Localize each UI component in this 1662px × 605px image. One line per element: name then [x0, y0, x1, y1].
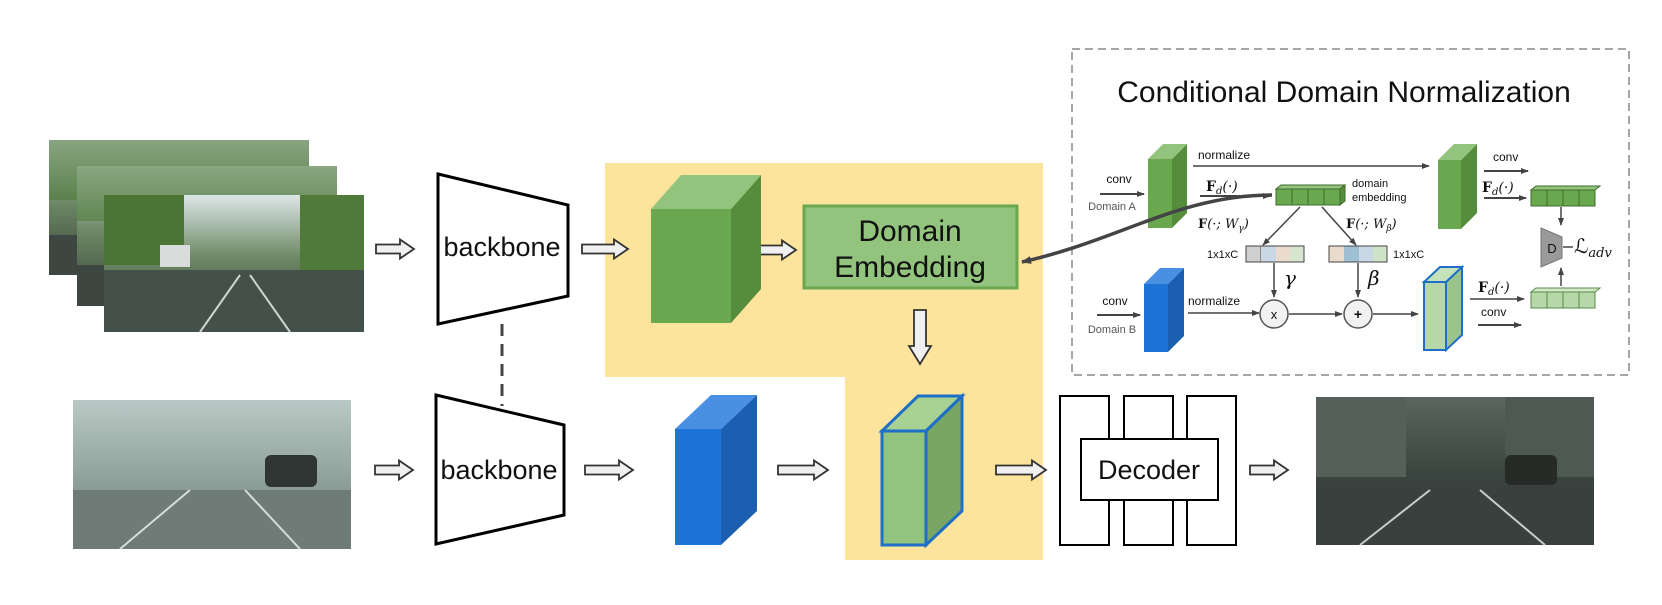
- cdn-domain-b: Domain B: [1088, 324, 1136, 336]
- cdn-gamma-bar: [1245, 245, 1305, 263]
- decoder-block: [1059, 395, 1237, 546]
- arrow-feature-to-normalized: [777, 458, 830, 482]
- domain-embedding-box: [802, 204, 1019, 290]
- arrow-decoder-to-output: [1249, 458, 1290, 482]
- cdn-domain-embedding-line2: embedding: [1352, 192, 1406, 204]
- cdn-normalize-top: normalize: [1198, 148, 1250, 162]
- cdn-conv-right-top: conv: [1493, 150, 1518, 164]
- cdn-conv-b: conv: [1102, 294, 1127, 308]
- arrow-image-to-backbone-bottom: [374, 458, 415, 482]
- green-feature-cube: [651, 175, 761, 323]
- cdn-gamma: γ: [1284, 266, 1296, 290]
- cdn-multiply-node: [1259, 299, 1289, 329]
- arrow-domain-embedding-down: [907, 309, 933, 366]
- arrow-image-to-backbone-top: [375, 237, 416, 261]
- input-image-foggy: [73, 400, 351, 550]
- input-image-stack: [49, 140, 364, 333]
- cdn-embedding-right-top: [1529, 185, 1602, 207]
- backbone-top: [436, 172, 570, 326]
- embedding-curved-arrow: [1021, 193, 1273, 264]
- backbone-bottom-label: backbone: [440, 455, 557, 485]
- hollow-arrows: [374, 237, 1290, 482]
- cdn-add: +: [1354, 306, 1362, 322]
- cdn-conv-a: conv: [1106, 172, 1131, 186]
- normalized-feature-cube: [878, 392, 966, 549]
- cdn-title: Conditional Domain Normalization: [1117, 76, 1571, 109]
- cdn-domain-b-cube: [1144, 268, 1184, 352]
- cdn-fd-right-top: Fd(·): [1482, 180, 1514, 198]
- cdn-loss: ℒadv: [1574, 234, 1612, 261]
- cdn-f-w-beta: F(·; Wβ): [1346, 217, 1397, 234]
- blue-feature-cube: [675, 395, 757, 545]
- cdn-beta: β: [1367, 266, 1380, 290]
- backbone-bottom: [434, 393, 566, 546]
- cdn-domain-embedding-line1: domain: [1352, 178, 1388, 190]
- arrow-backbone-top-to-feature: [581, 237, 630, 261]
- cdn-arrow-to-gamma: [1262, 206, 1301, 246]
- cdn-domain-a-cube: [1148, 144, 1187, 228]
- cdn-beta-bar: [1328, 245, 1388, 263]
- backbone-top-label: backbone: [443, 232, 560, 262]
- cdn-arrow-to-beta: [1321, 206, 1357, 246]
- cdn-output-b-cube: [1421, 264, 1465, 353]
- domain-embedding-label-line2: Embedding: [834, 251, 986, 284]
- cdn-discriminator: [1540, 227, 1563, 268]
- cdn-multiply: x: [1271, 307, 1278, 322]
- arrow-normalized-to-decoder: [995, 458, 1048, 482]
- cdn-normalize-bottom: normalize: [1188, 294, 1240, 308]
- cdn-output-a-cube: [1438, 144, 1477, 229]
- output-image: [1316, 397, 1594, 546]
- cdn-fd-right-bottom: Fd(·): [1478, 280, 1510, 298]
- cdn-discriminator-label: D: [1547, 241, 1556, 256]
- input-image-front: [104, 195, 364, 333]
- cdn-domain-embedding-cells: [1274, 183, 1347, 207]
- cdn-conv-right-bottom: conv: [1481, 305, 1506, 319]
- cdn-domain-a: Domain A: [1088, 201, 1136, 213]
- cdn-add-node: [1343, 299, 1373, 329]
- cdn-size-left: 1x1xC: [1207, 249, 1238, 261]
- arrow-backbone-bottom-to-feature: [584, 458, 635, 482]
- cdn-size-right: 1x1xC: [1393, 249, 1424, 261]
- cdn-fd-top: Fd(·): [1206, 179, 1238, 197]
- cdn-embedding-right-bottom: [1529, 287, 1602, 309]
- domain-embedding-label-line1: Domain: [858, 215, 961, 248]
- decoder-label: Decoder: [1098, 455, 1200, 485]
- cdn-f-w-gamma: F(·; Wγ): [1198, 217, 1249, 234]
